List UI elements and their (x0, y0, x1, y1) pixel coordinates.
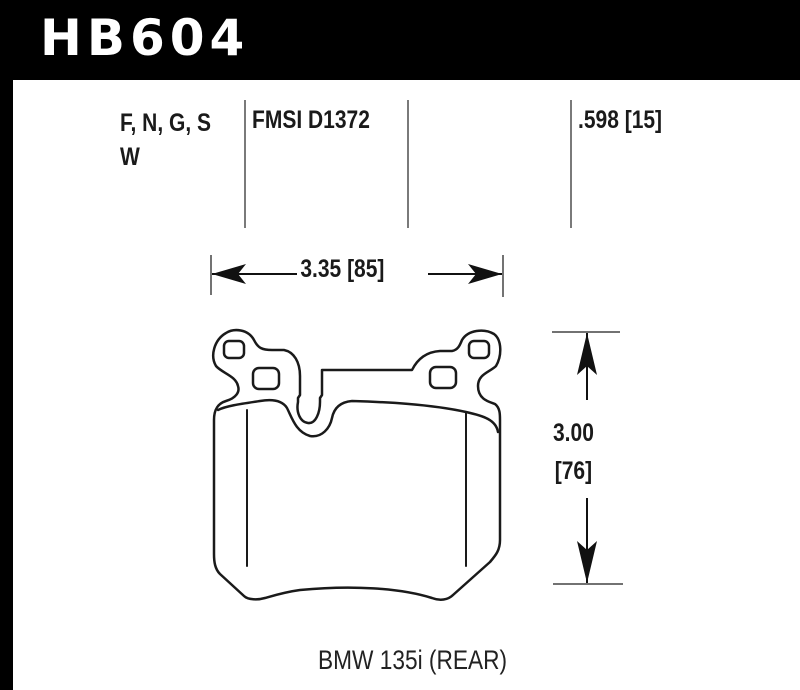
compound-codes: F, N, G, S W (120, 106, 211, 174)
arrow-left-icon (212, 264, 246, 284)
vehicle-caption: BMW 135i (REAR) (318, 645, 508, 675)
friction-pad-outline (216, 398, 500, 438)
part-number-title: HB604 (40, 9, 250, 67)
thickness-value: .598 [15] (578, 106, 663, 134)
width-dimension-label: 3.35 [85] (297, 255, 388, 284)
height-dimension-label: 3.00 [76] (553, 414, 594, 490)
mounting-hole-top-right (467, 339, 491, 360)
arrow-up-icon (577, 333, 597, 375)
fmsi-number: FMSI D1372 (252, 106, 370, 134)
height-inches: 3.00 (553, 419, 594, 447)
header-band (0, 0, 800, 80)
height-millimeters: [76] (554, 457, 593, 485)
mounting-hole-mid-right (428, 365, 458, 390)
compound-codes-line1: F, N, G, S (120, 109, 212, 137)
width-dimension-arrows (210, 255, 504, 297)
compound-codes-line2: W (120, 143, 140, 171)
arrow-right-icon (468, 264, 502, 284)
backing-plate-outline (212, 328, 502, 601)
left-border-bar (0, 0, 13, 690)
mounting-hole-top-left (222, 339, 246, 360)
mounting-hole-mid-left (251, 366, 281, 391)
arrow-down-icon (577, 541, 597, 583)
height-dimension-arrows (552, 331, 623, 585)
